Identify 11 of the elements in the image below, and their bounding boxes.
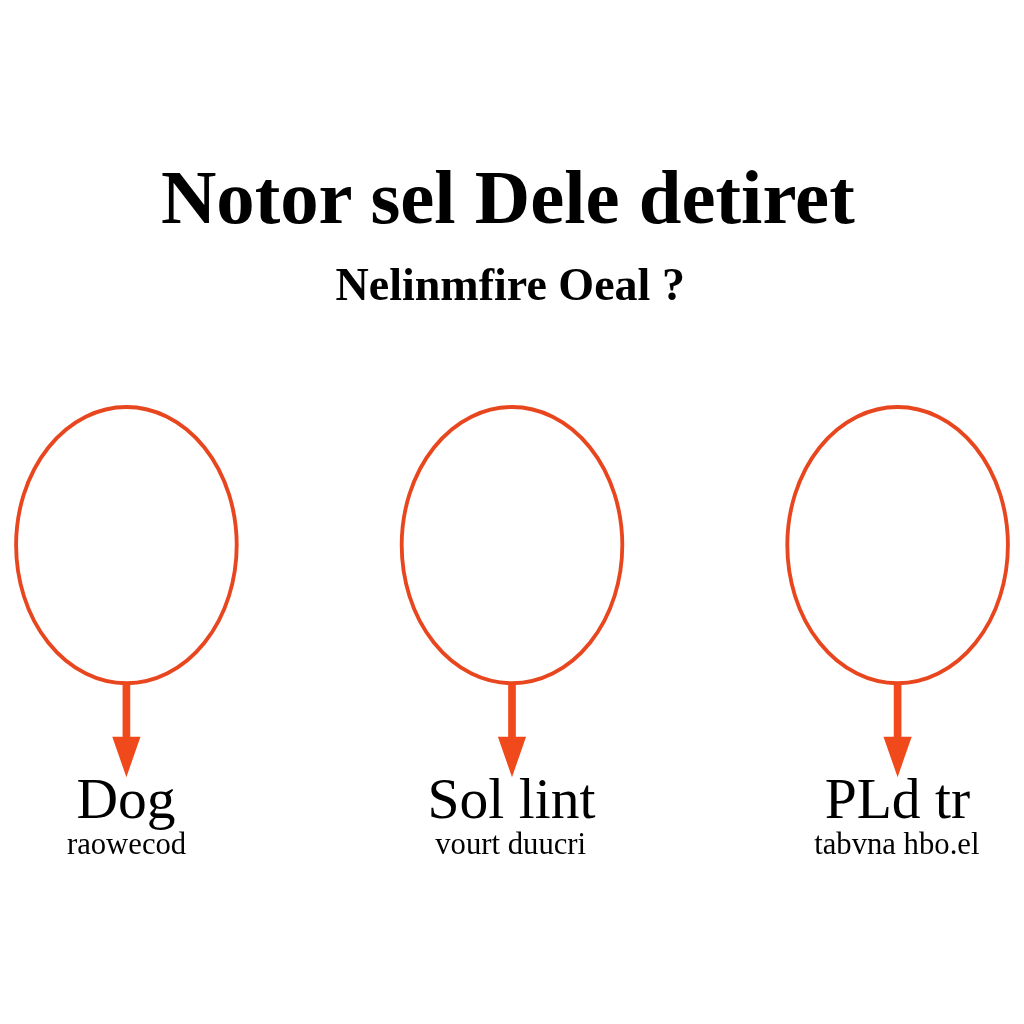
diagram-title: Notor sel Dele detiret [160, 154, 855, 240]
node-circle [14, 404, 239, 685]
arrow [112, 683, 141, 777]
node-circle [785, 404, 1010, 685]
label: Nelinmfire Oeal ? [335, 258, 685, 310]
node-text: PLd tr tabvna hbo.el [814, 766, 980, 861]
node-text: Sol lint vourt duucri [427, 766, 596, 861]
arrow [497, 683, 527, 777]
arrow [883, 683, 912, 777]
node-text: Dog raowecod [66, 766, 187, 861]
node-circle [399, 404, 625, 685]
